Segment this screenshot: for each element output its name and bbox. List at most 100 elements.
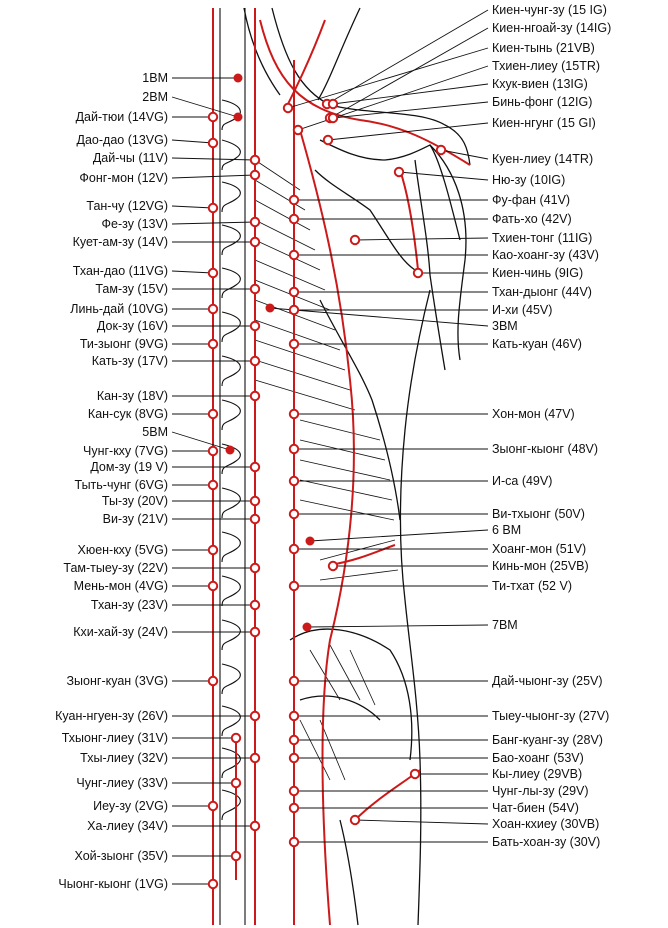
left-leader-lines — [171, 77, 256, 885]
acupoint-dot — [265, 303, 275, 313]
acupoint-ring — [207, 800, 219, 812]
leader-line — [171, 157, 256, 161]
acupoint-ring — [230, 777, 242, 789]
acupoint-ring — [327, 112, 339, 124]
acupoint-ring — [349, 234, 361, 246]
acupoint-ring — [249, 710, 261, 722]
right-leader-lines — [269, 9, 489, 843]
left-label: Кхи-хай-зу (24V) — [73, 625, 168, 639]
acupoint-dot — [233, 73, 243, 83]
acupoint-ring — [207, 408, 219, 420]
acupoint-ring — [288, 475, 300, 487]
left-label: Зыонг-куан (3VG) — [67, 674, 169, 688]
leader-line — [171, 221, 256, 225]
leader-line — [398, 171, 489, 181]
acupoint-ring — [249, 626, 261, 638]
right-label: Кинь-мон (25VB) — [492, 559, 589, 573]
left-label: Дай-тюи (14VG) — [76, 110, 168, 124]
left-label: Там-тыеу-зу (22V) — [63, 561, 168, 575]
acupoint-ring — [249, 752, 261, 764]
acupoint-ring — [288, 408, 300, 420]
right-label: 7ВМ — [492, 618, 518, 632]
leader-line — [354, 237, 489, 241]
left-label: Ха-лиеу (34V) — [87, 819, 168, 833]
acupoint-ring — [292, 124, 304, 136]
left-label: Дао-дао (13VG) — [77, 133, 169, 147]
leader-line — [354, 819, 489, 825]
acupoints — [207, 73, 447, 890]
right-label: Хоанг-мон (51V) — [492, 542, 586, 556]
right-label: 3ВМ — [492, 319, 518, 333]
acupoint-dot — [225, 445, 235, 455]
right-label: Ви-тхыонг (50V) — [492, 507, 585, 521]
right-label: Ти-тхат (52 V) — [492, 579, 572, 593]
right-label: Тхиен-лиеу (15TR) — [492, 59, 600, 73]
right-label: Хоан-кхиеу (30VB) — [492, 817, 599, 831]
acupoint-dot — [233, 112, 243, 122]
left-label: Хой-зыонг (35V) — [75, 849, 168, 863]
left-label: Куан-нгуен-зу (26V) — [55, 709, 168, 723]
left-label: Тан-чу (12VG) — [86, 199, 168, 213]
acupoint-ring — [412, 267, 424, 279]
acupoint-ring — [249, 513, 261, 525]
acupoint-ring — [409, 768, 421, 780]
acupoint-ring — [327, 98, 339, 110]
right-label: Кать-куан (46V) — [492, 337, 582, 351]
left-label: Ти-зыонг (9VG) — [80, 337, 168, 351]
right-label: Киен-тынь (21VB) — [492, 41, 595, 55]
left-label: Фонг-мон (12V) — [79, 171, 168, 185]
right-label: Банг-куанг-зу (28V) — [492, 733, 603, 747]
leader-line — [309, 529, 489, 542]
acupoint-ring — [435, 144, 447, 156]
left-label: 5ВМ — [142, 425, 168, 439]
right-label: Тхан-дыонг (44V) — [492, 285, 592, 299]
acupoint-dot — [305, 536, 315, 546]
right-label: Кы-лиеу (29VB) — [492, 767, 582, 781]
leader-line — [440, 149, 489, 160]
right-label: Фу-фан (41V) — [492, 193, 570, 207]
right-label: И-са (49V) — [492, 474, 552, 488]
left-label: Линь-дай (10VG) — [70, 302, 168, 316]
left-label: Чунг-лиеу (33V) — [76, 776, 168, 790]
right-label: Ню-зу (10IG) — [492, 173, 565, 187]
hip-meridian-line — [329, 544, 396, 566]
leader-line — [171, 270, 214, 274]
right-labels: Киен-чунг-зу (15 IG)Киен-нгоай-зу (14IG)… — [492, 3, 611, 849]
left-label: Кан-сук (8VG) — [88, 407, 168, 421]
acupoint-ring — [249, 461, 261, 473]
right-label: Бинь-фонг (12IG) — [492, 95, 592, 109]
leader-line — [171, 205, 214, 209]
acupoint-ring — [288, 802, 300, 814]
right-label: Чат-биен (54V) — [492, 801, 579, 815]
acupoint-ring — [249, 216, 261, 228]
acupoint-ring — [327, 560, 339, 572]
left-label: Дай-чы (11V) — [93, 151, 168, 165]
right-label: Тхиен-тонг (11IG) — [492, 231, 592, 245]
acupoint-ring — [249, 355, 261, 367]
acupoint-ring — [249, 562, 261, 574]
gallbladder-line — [299, 129, 355, 926]
left-label: Фе-зу (13V) — [102, 217, 169, 231]
acupoint-ring — [249, 599, 261, 611]
acupoint-ring — [288, 543, 300, 555]
right-label: Бао-хоанг (53V) — [492, 751, 584, 765]
right-label: Киен-чинь (9IG) — [492, 266, 583, 280]
leader-line — [287, 47, 489, 109]
leader-line — [332, 83, 489, 105]
left-label: Тыть-чунг (6VG) — [74, 478, 168, 492]
acupoint-ring — [288, 194, 300, 206]
left-label: Кан-зу (18V) — [97, 389, 168, 403]
acupoint-dot — [302, 622, 312, 632]
acupoint-ring — [230, 732, 242, 744]
acupoint-ring — [288, 710, 300, 722]
acupoint-ring — [288, 836, 300, 848]
acupoint-ring — [207, 675, 219, 687]
acupoint-ring — [207, 580, 219, 592]
shoulder-meridian-line — [259, 19, 471, 166]
acupoint-ring — [288, 338, 300, 350]
left-label: 1ВМ — [142, 71, 168, 85]
acupoint-ring — [249, 283, 261, 295]
left-label: Хюен-кху (5VG) — [77, 543, 168, 557]
leader-line — [171, 96, 239, 118]
